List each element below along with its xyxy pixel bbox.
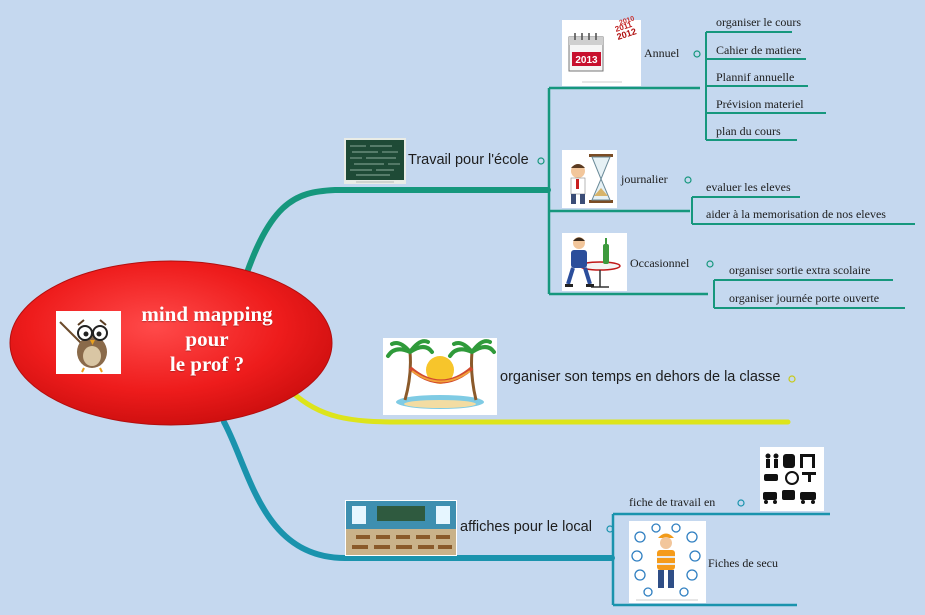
center-title-line2: pour — [185, 327, 229, 351]
branch-school-curve — [235, 187, 551, 303]
leaf-cahier-matiere[interactable]: Cahier de matiere — [716, 43, 802, 57]
center-topic-bubble[interactable] — [9, 260, 333, 426]
workshop-pictograms-image — [760, 447, 824, 511]
topic-travail-ecole[interactable]: Travail pour l'école — [408, 152, 529, 168]
safety-worker-image — [629, 521, 706, 603]
subtopic-fiches-secu[interactable]: Fiches de secu — [708, 556, 778, 570]
branch-outside-collapse-dot[interactable] — [788, 375, 796, 383]
branch-school-collapse-dot[interactable] — [537, 157, 545, 165]
branch-outside-curve — [289, 389, 791, 425]
subtopic-annuel[interactable]: Annuel — [644, 46, 680, 60]
hourglass-man-image — [562, 150, 617, 208]
leaf-sortie-extra-scolaire[interactable]: organiser sortie extra scolaire — [729, 263, 871, 277]
center-title-line1: mind mapping — [141, 302, 273, 326]
classroom-image — [345, 500, 457, 556]
calendar-year-2013: 2013 — [575, 55, 598, 66]
leaf-prevision-materiel[interactable]: Prévision materiel — [716, 97, 804, 111]
subtopic-occasionnel[interactable]: Occasionnel — [630, 256, 690, 270]
leaf-journee-porte-ouverte[interactable]: organiser journée porte ouverte — [729, 291, 880, 305]
man-at-cafe-table-image — [562, 233, 627, 291]
subtopic-journalier[interactable]: journalier — [621, 172, 668, 186]
branch-local-collapse-dot[interactable] — [606, 525, 614, 533]
occasionnel-collapse-dot[interactable] — [706, 260, 714, 268]
branch-local-curve — [221, 419, 615, 561]
chalkboard-image — [344, 138, 406, 184]
leaf-organiser-cours[interactable]: organiser le cours — [716, 15, 802, 29]
leaf-plannif-annuelle[interactable]: Plannif annuelle — [716, 70, 795, 84]
subtopic-fiche-travail[interactable]: fiche de travail en — [629, 495, 716, 509]
journalier-collapse-dot[interactable] — [684, 176, 692, 184]
leaf-aider-memorisation[interactable]: aider à la memorisation de nos eleves — [706, 207, 886, 221]
leaf-plan-cours[interactable]: plan du cours — [716, 124, 781, 138]
calendar-image: 2013 2012 2011 2010 — [562, 15, 641, 86]
topic-affiches-local[interactable]: affiches pour le local — [460, 519, 592, 535]
leaf-evaluer-eleves[interactable]: evaluer les eleves — [706, 180, 791, 194]
fiche-collapse-dot[interactable] — [737, 499, 745, 507]
owl-teacher-icon — [56, 311, 121, 374]
center-topic-title[interactable]: mind mapping pour le prof ? — [112, 302, 302, 377]
annuel-collapse-dot[interactable] — [693, 50, 701, 58]
topic-temps-dehors[interactable]: organiser son temps en dehors de la clas… — [500, 369, 781, 385]
hammock-palm-trees-image — [383, 338, 497, 415]
center-title-line3: le prof ? — [169, 352, 245, 376]
calendar-year-2010: 2010 — [618, 15, 635, 27]
